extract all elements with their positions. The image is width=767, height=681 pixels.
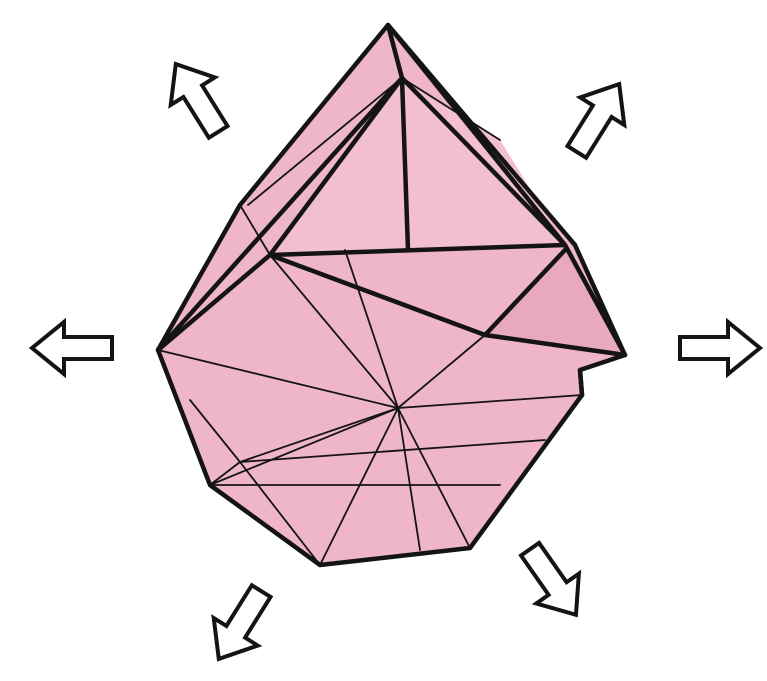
arrow-left (32, 322, 112, 374)
arrow-down-right (509, 534, 597, 629)
polyhedron (158, 25, 625, 565)
arrow-up-right (555, 70, 641, 165)
arrow-down-left (197, 577, 283, 672)
arrow-right (680, 322, 760, 374)
arrow-up-left (154, 50, 240, 145)
